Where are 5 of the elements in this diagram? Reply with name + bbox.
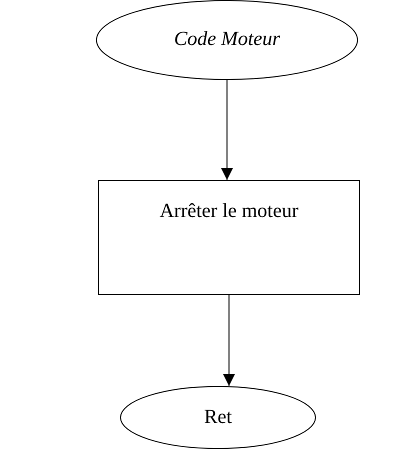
node-label: Arrêter le moteur	[160, 200, 298, 223]
arrow	[221, 80, 233, 180]
node-label: Ret	[204, 406, 232, 428]
arrow	[223, 294, 235, 386]
node-label: Code Moteur	[174, 28, 280, 51]
